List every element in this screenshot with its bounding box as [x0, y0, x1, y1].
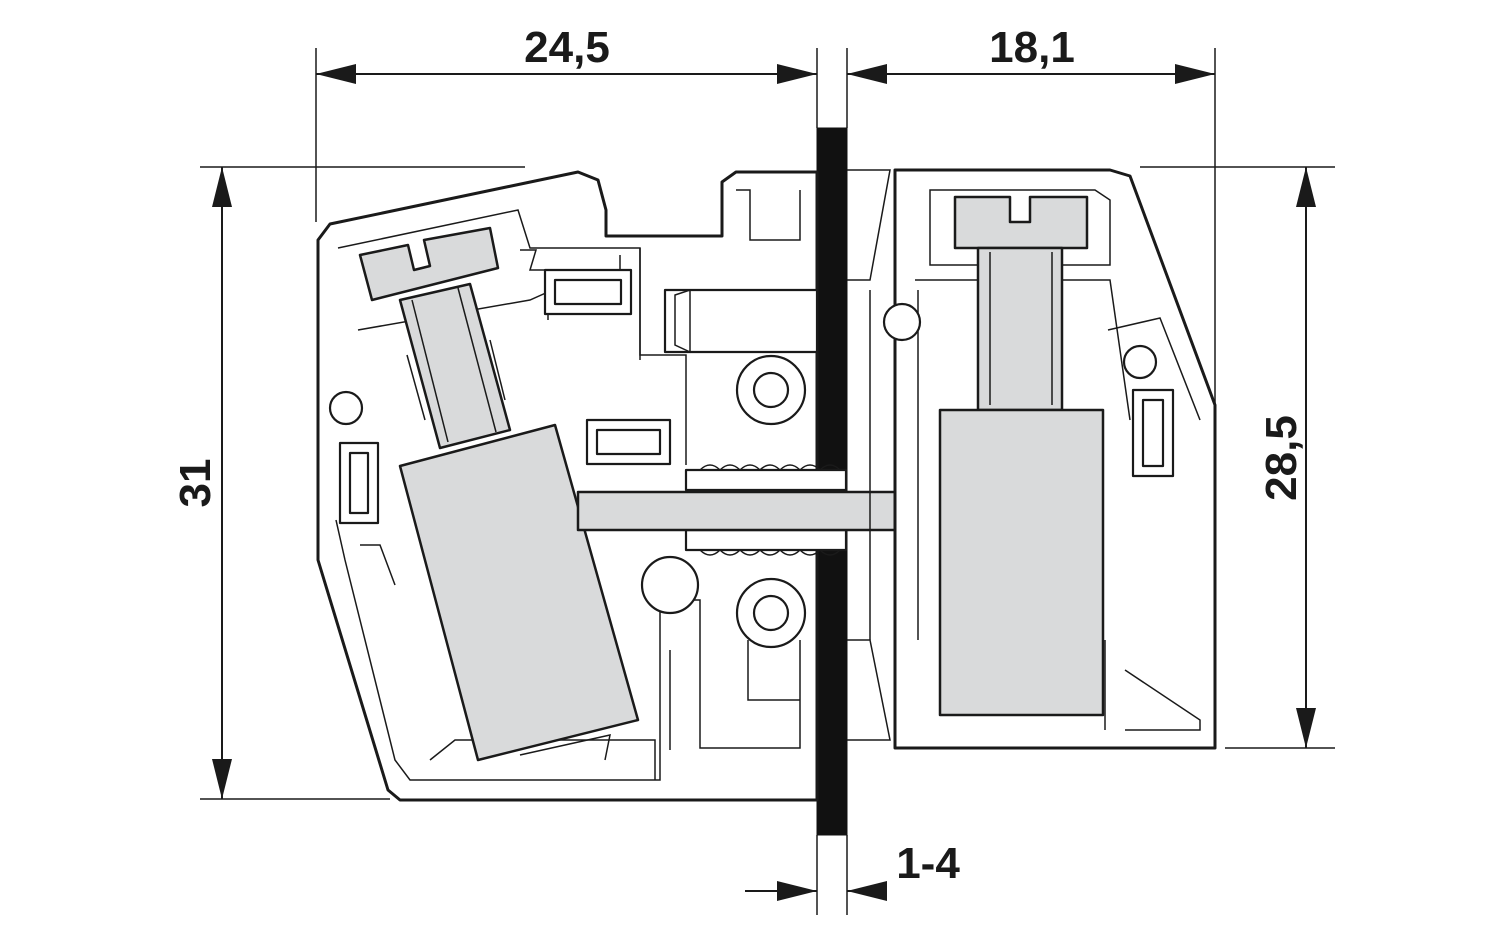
dimension-left-width: 24,5 [524, 23, 610, 72]
dimension-panel-thickness: 1-4 [896, 839, 960, 888]
left-screw [358, 226, 512, 450]
dimension-lines [200, 48, 1335, 915]
right-clamp-block [938, 408, 1105, 717]
right-screw [953, 195, 1089, 412]
dimension-right-height: 28,5 [1257, 415, 1306, 501]
dimension-right-width: 18,1 [989, 23, 1075, 72]
spring-assembly [684, 464, 848, 556]
left-housing-details [328, 268, 819, 649]
dimension-left-height: 31 [171, 459, 220, 508]
